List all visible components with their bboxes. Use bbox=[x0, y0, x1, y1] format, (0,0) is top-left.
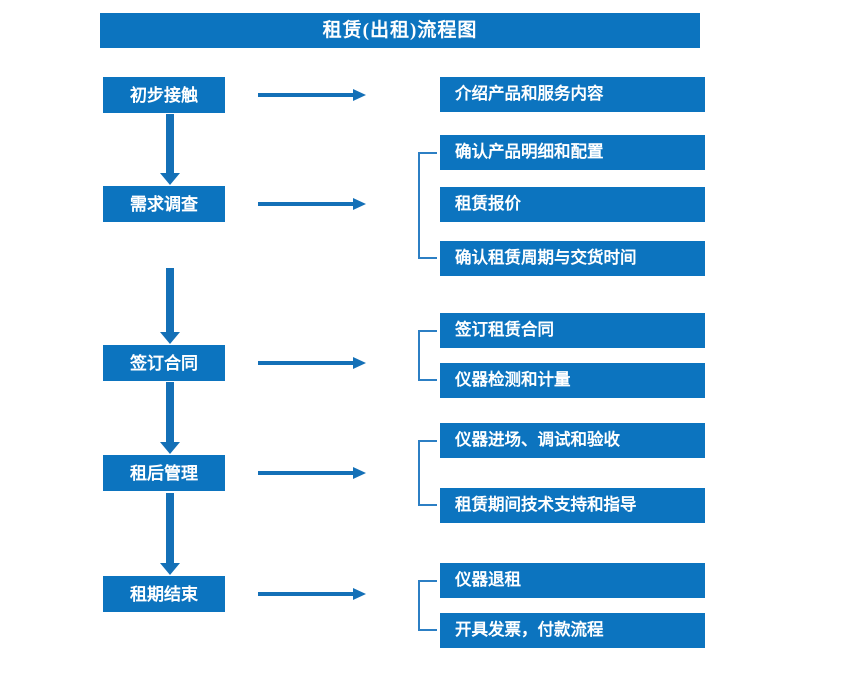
group-bracket-4 bbox=[418, 440, 437, 506]
stage-label-5: 租期结束 bbox=[130, 584, 198, 604]
horizontal-arrow-2 bbox=[258, 196, 366, 212]
detail-box-7[interactable]: 仪器进场、调试和验收 bbox=[440, 423, 705, 458]
detail-box-2[interactable]: 确认产品明细和配置 bbox=[440, 135, 705, 170]
stage-box-4[interactable]: 租后管理 bbox=[103, 455, 225, 491]
detail-label-3: 租赁报价 bbox=[455, 194, 521, 214]
detail-label-9: 仪器退租 bbox=[455, 570, 521, 590]
detail-box-9[interactable]: 仪器退租 bbox=[440, 563, 705, 598]
detail-label-6: 仪器检测和计量 bbox=[455, 370, 571, 390]
detail-box-1[interactable]: 介绍产品和服务内容 bbox=[440, 77, 705, 112]
detail-box-3[interactable]: 租赁报价 bbox=[440, 187, 705, 222]
stage-box-3[interactable]: 签订合同 bbox=[103, 345, 225, 381]
detail-box-5[interactable]: 签订租赁合同 bbox=[440, 313, 705, 348]
vertical-arrow-2-to-3 bbox=[160, 268, 180, 344]
vertical-arrow-3-to-4 bbox=[160, 382, 180, 454]
horizontal-arrow-5 bbox=[258, 586, 366, 602]
detail-label-4: 确认租赁周期与交货时间 bbox=[455, 248, 637, 268]
stage-label-1: 初步接触 bbox=[130, 85, 198, 105]
stage-label-2: 需求调查 bbox=[130, 194, 198, 214]
detail-label-1: 介绍产品和服务内容 bbox=[455, 84, 604, 104]
stage-box-5[interactable]: 租期结束 bbox=[103, 576, 225, 612]
group-bracket-5 bbox=[418, 580, 437, 631]
detail-label-2: 确认产品明细和配置 bbox=[455, 142, 604, 162]
detail-label-8: 租赁期间技术支持和指导 bbox=[455, 495, 637, 515]
vertical-arrow-4-to-5 bbox=[160, 493, 180, 575]
horizontal-arrow-1 bbox=[258, 87, 366, 103]
stage-box-2[interactable]: 需求调查 bbox=[103, 186, 225, 222]
detail-label-10: 开具发票，付款流程 bbox=[455, 620, 604, 640]
vertical-arrow-1-to-2 bbox=[160, 114, 180, 185]
page-title: 租赁(出租)流程图 bbox=[322, 20, 478, 41]
group-bracket-3 bbox=[418, 330, 437, 381]
stage-label-4: 租后管理 bbox=[130, 463, 198, 483]
detail-box-4[interactable]: 确认租赁周期与交货时间 bbox=[440, 241, 705, 276]
detail-box-10[interactable]: 开具发票，付款流程 bbox=[440, 613, 705, 648]
horizontal-arrow-4 bbox=[258, 465, 366, 481]
stage-box-1[interactable]: 初步接触 bbox=[103, 77, 225, 113]
stage-label-3: 签订合同 bbox=[130, 353, 198, 373]
detail-label-5: 签订租赁合同 bbox=[455, 320, 554, 340]
group-bracket-2 bbox=[418, 152, 437, 259]
chart-title-banner: 租赁(出租)流程图 bbox=[100, 13, 700, 48]
detail-box-6[interactable]: 仪器检测和计量 bbox=[440, 363, 705, 398]
horizontal-arrow-3 bbox=[258, 355, 366, 371]
detail-label-7: 仪器进场、调试和验收 bbox=[455, 430, 620, 450]
detail-box-8[interactable]: 租赁期间技术支持和指导 bbox=[440, 488, 705, 523]
